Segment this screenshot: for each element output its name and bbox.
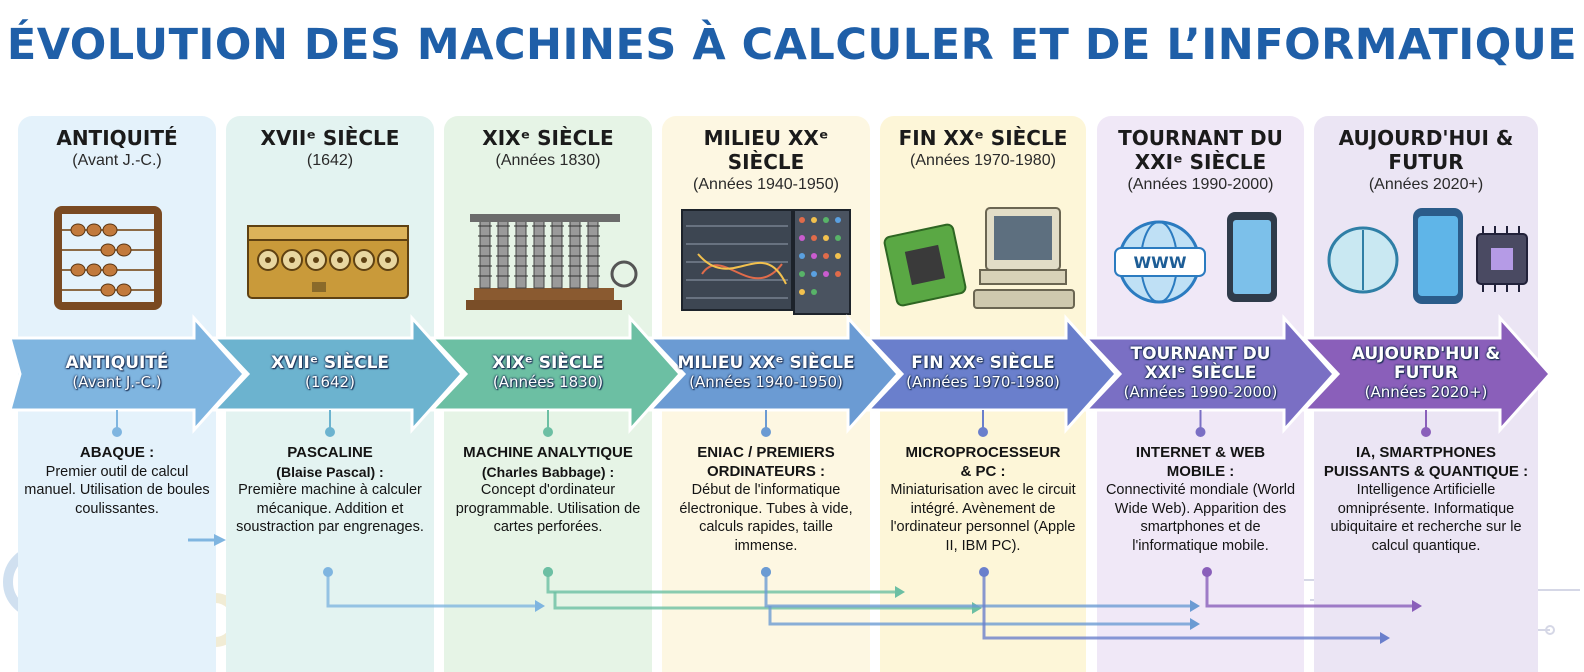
description-text: Première machine à calculer mécanique. A…: [236, 482, 424, 535]
description-title: IA, SMARTPHONES PUISSANTS & QUANTIQUE :: [1323, 444, 1529, 480]
arrow-label-date: (Années 2020+): [1364, 383, 1488, 401]
era-title: AUJOURD'HUI & FUTUR: [1338, 126, 1514, 174]
description-title: ENIAC / PREMIERS ORDINATEURS :: [697, 444, 835, 480]
arrow-label: MILIEU XXᵉ SIÈCLE(Années 1940-1950): [666, 354, 866, 392]
arrow-label-title: FIN XXᵉ SIÈCLE: [911, 353, 1055, 373]
arrow-label: FIN XXᵉ SIÈCLE(Années 1970-1980): [884, 354, 1082, 392]
era-header: MILIEU XXᵉ SIÈCLE (Années 1940-1950): [662, 126, 870, 196]
era-column: XVIIᵉ SIÈCLE(1642): [226, 116, 434, 672]
era-description: ABAQUE : Premier outil de calcul manuel. …: [24, 444, 210, 518]
era-title: XIXᵉ SIÈCLE: [482, 126, 614, 150]
analytical-engine-icon: [444, 204, 652, 328]
description-title: MACHINE ANALYTIQUE: [463, 444, 633, 461]
arrow-label-title: TOURNANT DU XXIᵉ SIÈCLE: [1130, 344, 1271, 383]
era-date: (Années 1940-1950): [693, 176, 839, 193]
description-title: ABAQUE :: [79, 444, 155, 461]
era-title: ANTIQUITÉ: [56, 126, 178, 150]
description-author: (Charles Babbage) :: [481, 463, 615, 480]
ai-quantum-icon: [1314, 204, 1538, 328]
arrow-label: TOURNANT DU XXIᵉ SIÈCLE(Années 1990-2000…: [1101, 345, 1300, 402]
era-header: AUJOURD'HUI & FUTUR (Années 2020+): [1314, 126, 1538, 196]
era-description: PASCALINE (Blaise Pascal) : Première machi…: [232, 444, 428, 537]
era-header: TOURNANT DU XXIᵉ SIÈCLE (Années 1990-2000…: [1097, 126, 1304, 196]
pascaline-icon: [226, 204, 434, 328]
era-column: XIXᵉ SIÈCLE(Années 1830): [444, 116, 652, 672]
era-header: ANTIQUITÉ (Avant J.-C.): [18, 126, 216, 172]
era-column: MILIEU XXᵉ SIÈCLE(Années 1940-1950): [662, 116, 870, 672]
arrow-label-title: ANTIQUITÉ: [65, 353, 169, 373]
era-date: (Années 2020+): [1368, 176, 1484, 193]
description-title: PASCALINE: [287, 444, 373, 461]
arrow-label: XVIIᵉ SIÈCLE(1642): [230, 354, 430, 392]
era-column: ANTIQUITÉ(Avant J.-C.): [18, 116, 216, 672]
arrow-label-date: (Années 1970-1980): [906, 373, 1060, 391]
description-text: Premier outil de calcul manuel. Utilisat…: [24, 463, 210, 517]
era-title: MILIEU XXᵉ SIÈCLE: [703, 126, 829, 174]
arrow-label-date: (Années 1940-1950): [689, 373, 843, 391]
era-date: (Années 1830): [495, 152, 601, 169]
era-header: XVIIᵉ SIÈCLE (1642): [226, 126, 434, 172]
www-label: WWW: [1134, 253, 1187, 272]
era-description: INTERNET & WEB MOBILE :Connectivité mond…: [1103, 444, 1298, 555]
arrow-label-title: XVIIᵉ SIÈCLE: [270, 353, 390, 373]
description-title: MICROPROCESSEUR & PC :: [905, 444, 1061, 480]
page-title: ÉVOLUTION DES MACHINES À CALCULER ET DE …: [6, 20, 1578, 70]
arrow-label: XIXᵉ SIÈCLE(Années 1830): [448, 354, 648, 392]
arrow-label-date: (Années 1830): [492, 373, 604, 391]
arrow-label-date: (Avant J.-C.): [72, 373, 162, 391]
era-description: MICROPROCESSEUR & PC :Miniaturisation av…: [886, 444, 1080, 555]
arrow-label-title: XIXᵉ SIÈCLE: [492, 353, 604, 373]
description-text: Début de l'informatique électronique. Tu…: [679, 482, 853, 554]
arrow-label-title: MILIEU XXᵉ SIÈCLE: [677, 353, 855, 373]
era-date: (1642): [306, 152, 354, 169]
description-text: Connectivité mondiale (World Wide Web). …: [1105, 482, 1296, 554]
era-title: TOURNANT DU XXIᵉ SIÈCLE: [1118, 126, 1283, 174]
arrow-label-date: (1642): [305, 373, 355, 391]
description-text: Miniaturisation avec le circuit intégré.…: [890, 482, 1076, 554]
era-column: FIN XXᵉ SIÈCLE(Années 1970-1980): [880, 116, 1086, 672]
era-date: (Années 1970-1980): [910, 152, 1056, 169]
era-title: FIN XXᵉ SIÈCLE: [898, 126, 1068, 150]
web-globe-phone-icon: WWW: [1097, 204, 1304, 328]
description-author: (Blaise Pascal) :: [276, 463, 384, 480]
arrow-label: ANTIQUITÉ(Avant J.-C.): [22, 354, 212, 392]
era-header: FIN XXᵉ SIÈCLE (Années 1970-1980): [880, 126, 1086, 172]
description-text: Intelligence Artificielle omniprésente. …: [1330, 482, 1522, 554]
era-title: XVIIᵉ SIÈCLE: [260, 126, 400, 150]
era-date: (Avant J.-C.): [72, 152, 162, 169]
era-header: XIXᵉ SIÈCLE (Années 1830): [444, 126, 652, 172]
eniac-icon: [662, 204, 870, 328]
abacus-icon: [18, 204, 216, 328]
description-title: INTERNET & WEB MOBILE :: [1135, 444, 1266, 480]
era-description: MACHINE ANALYTIQUE (Charles Babbage) : Con…: [450, 444, 646, 537]
arrow-label-date: (Années 1990-2000): [1123, 383, 1278, 401]
microprocessor-pc-icon: [880, 204, 1086, 328]
era-date: (Années 1990-2000): [1127, 176, 1274, 193]
description-text: Concept d'ordinateur programmable. Utili…: [455, 482, 641, 535]
era-description: ENIAC / PREMIERS ORDINATEURS :Début de l…: [668, 444, 864, 555]
arrow-label-title: AUJOURD'HUI & FUTUR: [1351, 344, 1501, 383]
arrow-label: AUJOURD'HUI & FUTUR(Années 2020+): [1318, 345, 1534, 402]
era-description: IA, SMARTPHONES PUISSANTS & QUANTIQUE :I…: [1320, 444, 1532, 555]
